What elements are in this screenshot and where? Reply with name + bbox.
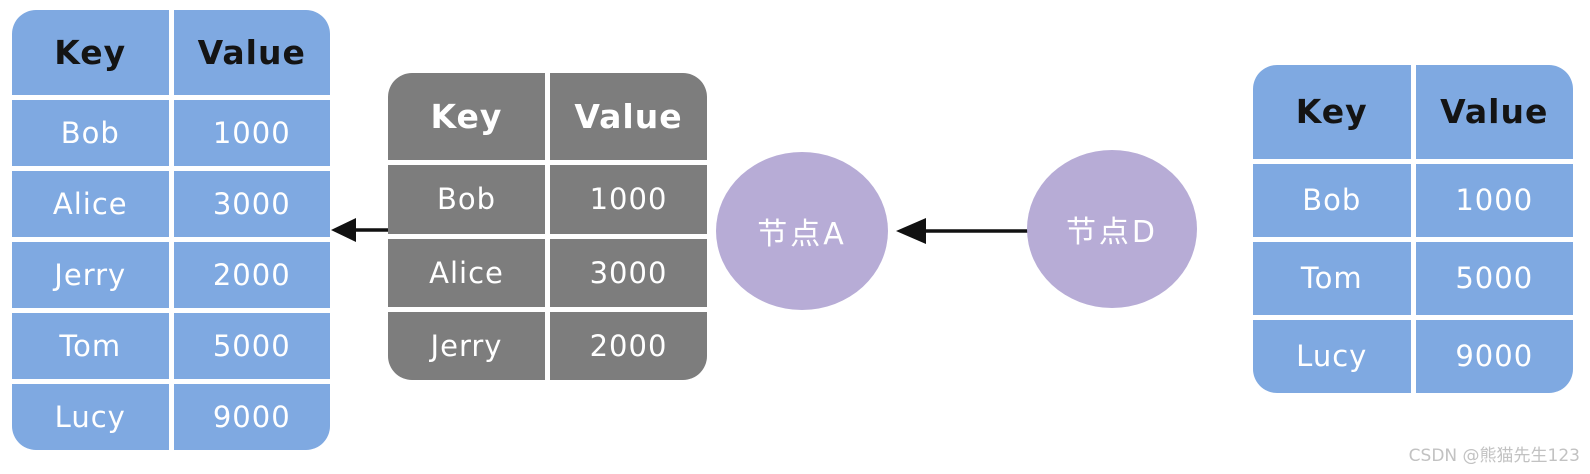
key-cell: Bob	[388, 165, 545, 234]
value-cell: 2000	[173, 241, 330, 308]
value-cell: 9000	[1415, 319, 1573, 393]
header-cell: Key	[388, 73, 545, 161]
header-cell: Value	[1415, 65, 1573, 159]
arrow-middle-to-left-icon	[331, 218, 390, 242]
value-cell: 2000	[550, 311, 707, 380]
arrow-node-d-to-node-a-icon	[896, 218, 1038, 244]
header-cell: Value	[173, 10, 330, 95]
node-d-label: 节点D	[1065, 215, 1159, 250]
key-cell: Tom	[12, 312, 169, 379]
value-cell: 5000	[173, 312, 330, 379]
key-cell: Bob	[1253, 163, 1411, 237]
key-cell: Bob	[12, 99, 169, 166]
key-cell: Tom	[1253, 241, 1411, 315]
node-a-label: 节点A	[757, 217, 847, 252]
value-cell: 9000	[173, 383, 330, 450]
key-cell: Jerry	[12, 241, 169, 308]
value-cell: 1000	[550, 165, 707, 234]
value-cell: 1000	[173, 99, 330, 166]
key-cell: Alice	[388, 238, 545, 307]
key-cell: Lucy	[12, 383, 169, 450]
key-cell: Alice	[12, 170, 169, 237]
value-cell: 3000	[550, 238, 707, 307]
header-cell: Key	[1253, 65, 1411, 159]
value-cell: 5000	[1415, 241, 1573, 315]
value-cell: 1000	[1415, 163, 1573, 237]
value-cell: 3000	[173, 170, 330, 237]
key-cell: Jerry	[388, 311, 545, 380]
node-d-ellipse: 节点D	[1027, 150, 1197, 308]
node-a-ellipse: 节点A	[716, 152, 888, 310]
key-cell: Lucy	[1253, 319, 1411, 393]
watermark-text: CSDN @熊猫先生123	[1408, 446, 1580, 466]
header-cell: Value	[550, 73, 707, 161]
header-cell: Key	[12, 10, 169, 95]
